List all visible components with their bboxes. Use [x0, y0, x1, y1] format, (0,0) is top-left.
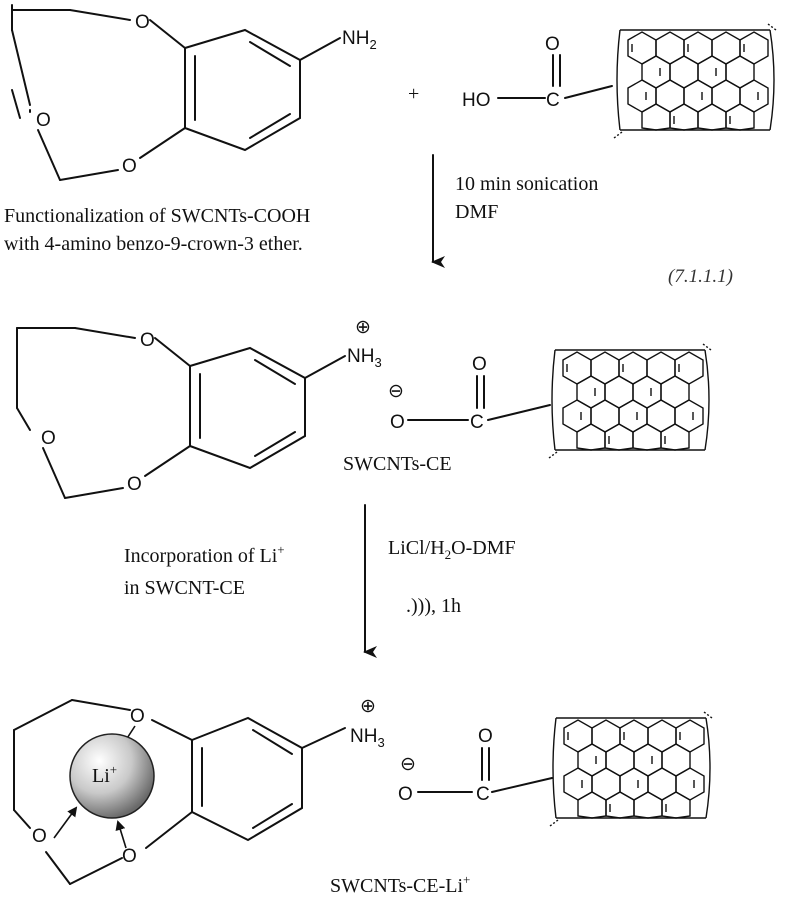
- caption-line1: Functionalization of SWCNTs-COOH: [4, 205, 310, 227]
- crown-oxygen-5: O: [41, 428, 56, 449]
- carbonyl-oxygen-2: O: [472, 354, 487, 375]
- crown-oxygen-7: O: [130, 706, 145, 727]
- equation-number: (7.1.1.1): [668, 266, 733, 287]
- product-label-2: SWCNTs-CE: [343, 453, 452, 475]
- crown-oxygen-6: O: [127, 474, 142, 495]
- lithium-ion-label: Li+: [92, 762, 117, 787]
- nanotube-3: [549, 711, 713, 827]
- ammonium-charge-3: ⊕: [360, 696, 376, 717]
- step2-crown-ether: [16, 327, 346, 499]
- carboxylate-charge: ⊖: [388, 381, 404, 402]
- carboxylate-oxygen: O: [390, 412, 405, 433]
- carbonyl-carbon-3: C: [476, 784, 490, 805]
- ammonium-group-3: NH3: [350, 726, 385, 750]
- nanotube-1: [613, 23, 777, 139]
- carbonyl-oxygen-3: O: [478, 726, 493, 747]
- lithium-ion-sphere: [69, 733, 155, 819]
- left-note-line1: Incorporation of Li+: [124, 542, 285, 567]
- plus-sign: +: [408, 83, 419, 105]
- reagent-line1: LiCl/H2O-DMF: [388, 537, 516, 562]
- step3-crown-ether-complex: [13, 699, 346, 885]
- carbonyl-carbon-2: C: [470, 412, 484, 433]
- step2-carboxylate: [407, 375, 551, 421]
- hydroxyl-label: HO: [462, 90, 491, 111]
- reagent-line2: .))), 1h: [406, 595, 461, 617]
- carboxylate-charge-3: ⊖: [400, 754, 416, 775]
- step3-carboxylate: [417, 747, 553, 793]
- carbonyl-carbon: C: [546, 90, 560, 111]
- ammonium-group: NH3: [347, 346, 382, 370]
- crown-oxygen-9: O: [122, 846, 137, 867]
- carbonyl-oxygen: O: [545, 34, 560, 55]
- step1-carboxylic-acid: [497, 54, 613, 99]
- condition-line1: 10 min sonication: [455, 173, 598, 195]
- crown-oxygen-4: O: [140, 330, 155, 351]
- crown-oxygen-8: O: [32, 826, 47, 847]
- crown-oxygen-3: O: [122, 156, 137, 177]
- ammonium-charge: ⊕: [355, 317, 371, 338]
- carboxylate-oxygen-3: O: [398, 784, 413, 805]
- amine-group: NH2: [342, 28, 377, 52]
- nanotube-2: [548, 343, 712, 459]
- product-label-3: SWCNTs-CE-Li+: [330, 872, 470, 897]
- crown-oxygen-2: O: [36, 110, 51, 131]
- left-note-line2: in SWCNT-CE: [124, 577, 245, 599]
- crown-oxygen-1: O: [135, 12, 150, 33]
- step1-crown-ether: [11, 4, 341, 181]
- caption-line2: with 4-amino benzo-9-crown-3 ether.: [4, 233, 303, 255]
- condition-line2: DMF: [455, 201, 498, 223]
